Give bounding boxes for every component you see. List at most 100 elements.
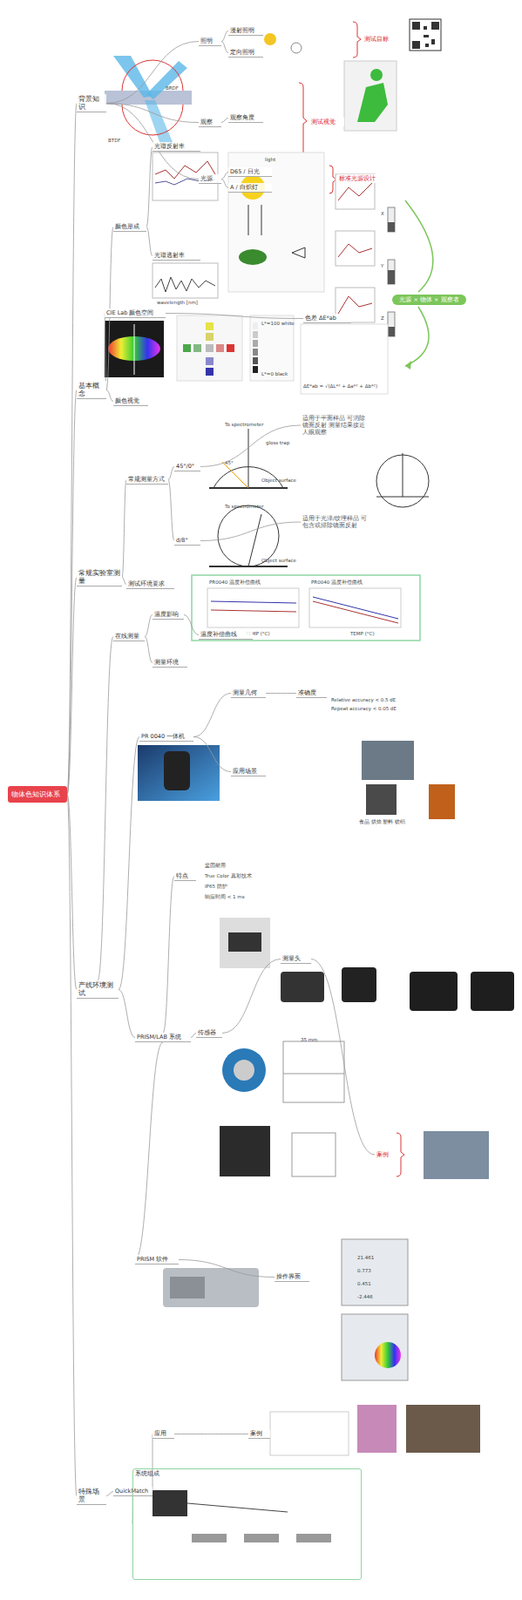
node-box: 应用场景	[230, 766, 266, 777]
label-text: IP65 防护	[204, 883, 228, 890]
node-text: 适用于平面样品 可消除镜面反射 测量结果接近人眼观察	[302, 414, 369, 436]
label-text: wavelength [nm]	[156, 299, 198, 306]
label-text: PR0040 温度补偿曲线	[311, 579, 363, 586]
node-box: 颜色视觉	[113, 396, 149, 407]
node-text: 产线环境测试	[78, 981, 117, 997]
branch-connector	[222, 959, 281, 1034]
node-text: 测试视觉	[311, 118, 343, 126]
node-text: 标准光源设计	[338, 175, 388, 183]
branch-connector	[106, 41, 199, 104]
node-box: 应用	[152, 1429, 175, 1439]
node-box: 标准光源设计	[337, 174, 390, 184]
node-text: 测试环境要求	[128, 580, 173, 588]
branch-connector	[152, 1434, 154, 1492]
node-box: 特殊场景	[76, 1486, 107, 1505]
label-text: gloss trap	[265, 440, 290, 447]
branch-connector	[104, 313, 107, 391]
branch-connector	[221, 41, 229, 54]
label-text: ΔE*ab = √(ΔL*² + Δa*² + Δb*²)	[303, 383, 378, 390]
branch-connector	[162, 876, 175, 1034]
label-text: Object surface	[261, 557, 297, 564]
node-text: D65 / 日光	[230, 168, 271, 176]
label-text: 21.461	[357, 1254, 374, 1261]
node-text: 定向照明	[230, 48, 262, 56]
node-box: 案例	[374, 1150, 397, 1160]
branch-connector	[221, 179, 229, 189]
node-text: 测量环境	[154, 658, 186, 666]
node-text: 测试目标	[364, 35, 398, 43]
label-text: L*=0 black	[261, 371, 288, 378]
node-box: CIE Lab 颜色空间	[104, 308, 166, 319]
branch-connector	[200, 522, 301, 542]
node-text: 案例	[376, 1151, 395, 1159]
node-text: 在线测量	[115, 632, 143, 640]
branch-connector	[106, 1491, 114, 1497]
node-box: 观察	[198, 117, 222, 128]
branch-connector	[122, 480, 127, 578]
node-text: 系统组成	[135, 1470, 360, 1478]
label-text: 响应时间 < 1 ms	[204, 894, 245, 901]
branch-connector	[168, 480, 175, 542]
node-box: 传感器	[196, 1028, 223, 1038]
node-text: 常规测量方式	[128, 475, 167, 483]
node-box: 基本概念	[76, 380, 107, 400]
node-text: 色差 ΔE*ab	[305, 314, 350, 322]
qr-code	[412, 21, 440, 49]
node-text: PR 0040 一体机	[141, 732, 192, 740]
node-text: 光谱反射率	[154, 142, 199, 150]
node-text: 基本概念	[78, 381, 105, 398]
node-box: 背景知识	[76, 94, 107, 113]
branch-connector	[144, 637, 153, 664]
node-box: 测量几何	[230, 688, 266, 699]
node-box: PRISM/LAB 系统	[135, 1032, 191, 1043]
node-text: 温度影响	[154, 610, 183, 618]
node-text: 照明	[200, 37, 220, 45]
node-text: 准确度	[298, 689, 326, 697]
node-text: 传感器	[197, 1029, 221, 1037]
branch-connector	[106, 227, 114, 391]
label-text: TEMP (°C)	[350, 630, 375, 638]
label-text: Y	[380, 263, 384, 270]
node-box: 光源	[198, 174, 222, 184]
node-text: 观察角度	[230, 114, 262, 122]
node-box: d/8°	[174, 535, 201, 546]
label-text: BRDF	[165, 85, 179, 92]
branch-connector	[132, 1486, 135, 1525]
label-text: 坚固耐用	[204, 862, 226, 869]
label-text: PR0040 温度补偿曲线	[209, 579, 261, 586]
node-text: 操作界面	[276, 1273, 308, 1281]
node-text: CIE Lab 颜色空间	[106, 309, 164, 317]
branch-connector	[118, 737, 140, 990]
label-text: 0.451	[357, 1281, 372, 1288]
node-box: 光源 × 物体 × 观察者	[392, 294, 467, 306]
node-box: 照明	[198, 36, 222, 47]
branch-connector	[183, 615, 199, 636]
branch-connector	[146, 227, 153, 257]
node-box: 操作界面	[274, 1272, 310, 1282]
node-box: 定向照明	[228, 47, 264, 58]
node-text: 温度补偿曲线	[200, 630, 251, 638]
branch-connector	[106, 390, 114, 402]
node-box: 温度补偿曲线	[198, 630, 253, 640]
node-text: 光谱透射率	[154, 251, 199, 259]
node-text: 常规实验室测量	[78, 569, 121, 585]
branch-connector	[67, 794, 77, 1497]
node-text: A / 白炽灯	[230, 183, 271, 191]
branch-connector	[67, 103, 77, 795]
node-text: d/8°	[176, 536, 199, 544]
node-box: 色差 ΔE*ab	[303, 313, 352, 324]
branch-connector	[67, 577, 77, 795]
label-text: Repeat accuracy < 0.05 dE	[331, 705, 397, 712]
node-box: 观察角度	[228, 113, 264, 123]
label-text: To spectrometer	[224, 421, 265, 428]
node-box: 光谱反射率	[152, 142, 201, 152]
node-text: 颜色形成	[115, 223, 145, 231]
branch-connector	[118, 989, 136, 1038]
node-text: 测量头	[282, 955, 310, 963]
node-text: 特殊场景	[78, 1487, 105, 1504]
node-text: 45°/0°	[176, 462, 199, 470]
branch-connector	[122, 577, 127, 585]
node-text: 漫射照明	[230, 27, 262, 34]
node-text: PRISM/LAB 系统	[136, 1033, 190, 1041]
